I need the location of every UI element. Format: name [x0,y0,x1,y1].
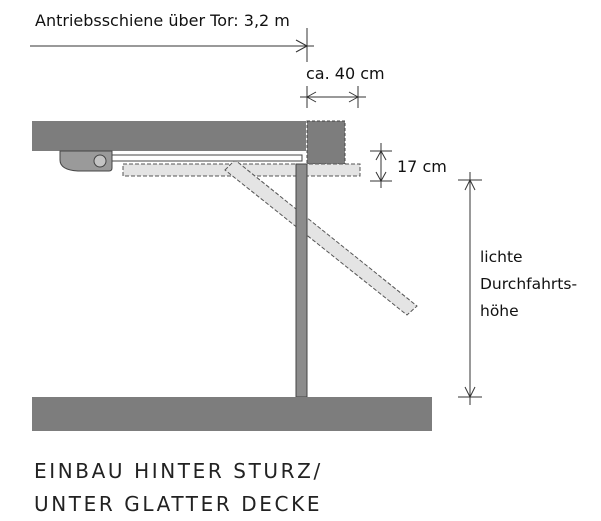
door-panel-closed [295,163,308,398]
clearance-label-line2: Durchfahrts- [480,275,577,293]
clearance-label-line1: lichte [480,248,523,266]
headroom-label: 17 cm [397,157,447,176]
rail-length-dimension [30,28,314,62]
lintel-block [306,120,346,165]
floor [32,397,432,431]
caption-line-2: UNTER GLATTER DECKE [34,492,323,516]
clearance-label-line3: höhe [480,302,519,320]
ceiling-beam [32,121,306,151]
headroom-dimension [370,143,392,188]
diagram-caption: EINBAU HINTER STURZ/ UNTER GLATTER DECKE [34,455,323,521]
motor-head-knob [93,154,107,168]
door-swing-position [224,159,418,316]
drive-rail [107,154,303,162]
distance-dimension [300,86,366,108]
caption-line-1: EINBAU HINTER STURZ/ [34,459,323,483]
distance-label: ca. 40 cm [306,64,385,83]
clearance-dimension [458,172,482,405]
rail-length-label: Antriebsschiene über Tor: 3,2 m [35,11,290,30]
